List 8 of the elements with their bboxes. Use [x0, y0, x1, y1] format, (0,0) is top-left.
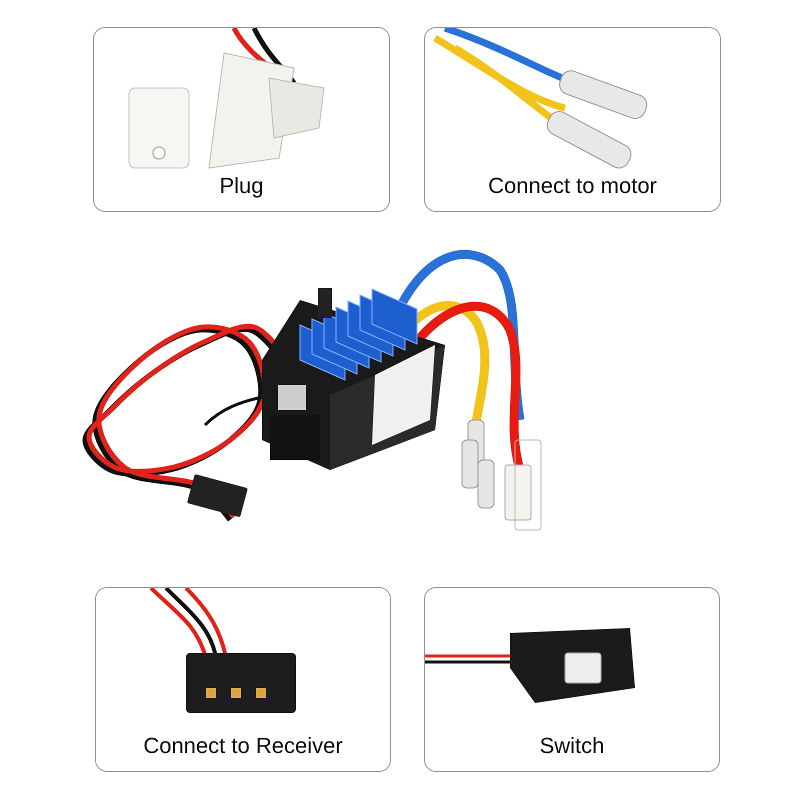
node-label: Connect to Receiver: [143, 733, 343, 759]
photo-card: [424, 587, 720, 772]
node-label: Plug: [219, 173, 264, 199]
photo-card: [93, 27, 390, 212]
photo-card: [424, 27, 721, 212]
node-label: Connect to motor: [488, 173, 657, 199]
photo-card: [95, 587, 391, 772]
node-label: Switch: [540, 733, 604, 759]
